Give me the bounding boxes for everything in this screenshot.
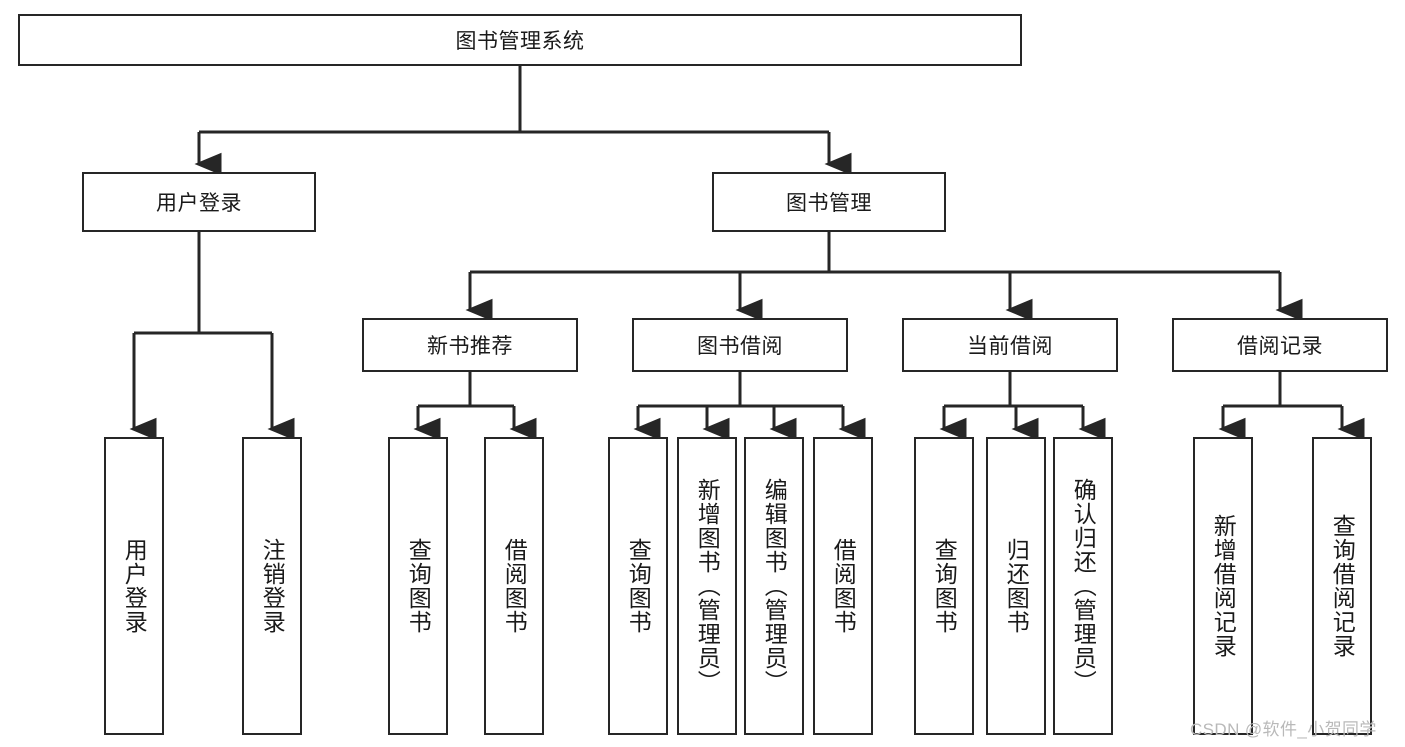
leaf-add-book-label: 新增图书（管理员） <box>694 478 721 694</box>
node-book-manage[interactable]: 图书管理 <box>712 172 946 232</box>
leaf-borrow-book-1-label: 借阅图书 <box>501 538 528 634</box>
node-root[interactable]: 图书管理系统 <box>18 14 1022 66</box>
leaf-edit-book-label: 编辑图书（管理员） <box>761 478 788 694</box>
leaf-confirm-return[interactable]: 确认归还（管理员） <box>1053 437 1113 735</box>
leaf-user-login[interactable]: 用户登录 <box>104 437 164 735</box>
watermark: CSDN @软件_小贺同学 <box>1190 720 1377 739</box>
node-borrow-record[interactable]: 借阅记录 <box>1172 318 1388 372</box>
node-book-manage-label: 图书管理 <box>786 192 872 215</box>
leaf-query-book-3[interactable]: 查询图书 <box>914 437 974 735</box>
leaf-user-logout[interactable]: 注销登录 <box>242 437 302 735</box>
node-user-login-label: 用户登录 <box>156 192 242 215</box>
leaf-query-book-2-label: 查询图书 <box>625 538 652 634</box>
leaf-query-book-1[interactable]: 查询图书 <box>388 437 448 735</box>
leaf-add-record[interactable]: 新增借阅记录 <box>1193 437 1253 735</box>
leaf-return-book[interactable]: 归还图书 <box>986 437 1046 735</box>
node-current-borrow[interactable]: 当前借阅 <box>902 318 1118 372</box>
node-new-book-recommend-label: 新书推荐 <box>427 335 513 358</box>
leaf-user-login-label: 用户登录 <box>121 538 148 634</box>
leaf-borrow-book-1[interactable]: 借阅图书 <box>484 437 544 735</box>
leaf-user-logout-label: 注销登录 <box>259 538 286 634</box>
leaf-return-book-label: 归还图书 <box>1003 538 1030 634</box>
leaf-add-book[interactable]: 新增图书（管理员） <box>677 437 737 735</box>
node-book-borrow-label: 图书借阅 <box>697 335 783 358</box>
leaf-borrow-book-2[interactable]: 借阅图书 <box>813 437 873 735</box>
node-current-borrow-label: 当前借阅 <box>967 335 1053 358</box>
leaf-confirm-return-label: 确认归还（管理员） <box>1070 478 1097 694</box>
leaf-query-book-2[interactable]: 查询图书 <box>608 437 668 735</box>
leaf-query-book-1-label: 查询图书 <box>405 538 432 634</box>
leaf-query-book-3-label: 查询图书 <box>931 538 958 634</box>
leaf-add-record-label: 新增借阅记录 <box>1210 514 1237 658</box>
node-book-borrow[interactable]: 图书借阅 <box>632 318 848 372</box>
leaf-query-record-label: 查询借阅记录 <box>1329 514 1356 658</box>
node-new-book-recommend[interactable]: 新书推荐 <box>362 318 578 372</box>
node-borrow-record-label: 借阅记录 <box>1237 335 1323 358</box>
node-root-label: 图书管理系统 <box>455 30 585 53</box>
leaf-borrow-book-2-label: 借阅图书 <box>830 538 857 634</box>
node-user-login[interactable]: 用户登录 <box>82 172 316 232</box>
leaf-edit-book[interactable]: 编辑图书（管理员） <box>744 437 804 735</box>
leaf-query-record[interactable]: 查询借阅记录 <box>1312 437 1372 735</box>
